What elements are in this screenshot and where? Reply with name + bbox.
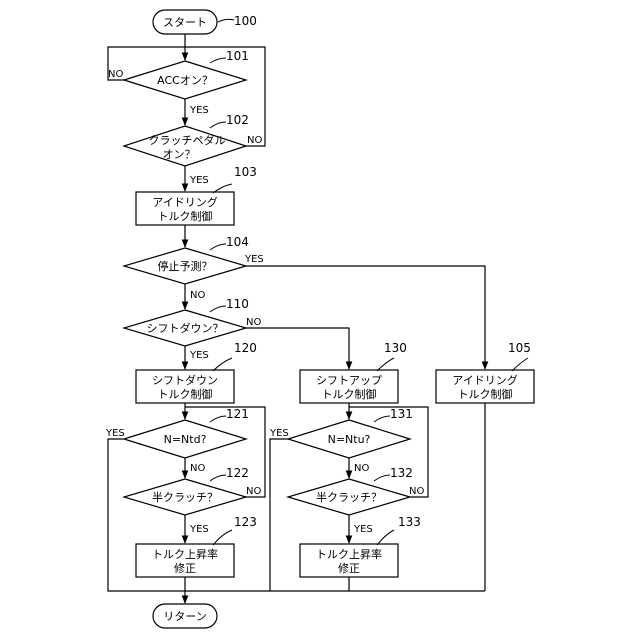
ref-131: 131	[390, 407, 413, 421]
process-torque-rise-rate-133: トルク上昇率 修正	[300, 544, 398, 577]
half2-no-label: NO	[409, 486, 424, 497]
ref-123: 123	[234, 515, 257, 529]
ref-103: 103	[234, 165, 257, 179]
ref-100: 100	[234, 14, 257, 28]
idle2-label-1: アイドリング	[452, 373, 517, 387]
clutch-label-1: クラッチペダル	[149, 133, 226, 147]
start-terminal: スタート	[153, 10, 217, 34]
stop-no-label: NO	[190, 290, 205, 301]
ref-101: 101	[226, 49, 249, 63]
sd-label-1: シフトダウン	[152, 373, 218, 387]
ntd-yes-label: YES	[105, 428, 125, 439]
shiftdown-no-label: NO	[246, 317, 261, 328]
decision-n-ntd: N=Ntd?	[124, 420, 246, 458]
su-label-1: シフトアップ	[316, 374, 382, 387]
ntu-no-label: NO	[354, 463, 369, 474]
ref-104: 104	[226, 235, 249, 249]
rise2-label-2: 修正	[338, 561, 360, 575]
decision-half-clutch-132: 半クラッチ？	[288, 479, 410, 515]
process-torque-rise-rate-123: トルク上昇率 修正	[136, 544, 234, 577]
half1-no-label: NO	[246, 486, 261, 497]
process-shift-up-torque: シフトアップ トルク制御	[300, 370, 398, 403]
shiftdown-q-label: シフトダウン？	[147, 321, 224, 335]
half1-label: 半クラッチ？	[152, 490, 218, 504]
decision-shift-down: シフトダウン？	[124, 310, 246, 346]
sd-label-2: トルク制御	[158, 387, 213, 401]
ref-102: 102	[226, 113, 249, 127]
idle2-label-2: トルク制御	[458, 387, 513, 401]
process-idling-torque-103: アイドリング トルク制御	[136, 192, 234, 225]
decision-stop-prediction: 停止予測？	[124, 248, 246, 284]
stop-label: 停止予測？	[158, 259, 213, 273]
acc-no-label: NO	[108, 69, 123, 80]
ref-121: 121	[226, 407, 249, 421]
acc-yes-label: YES	[189, 105, 209, 116]
rise1-label-2: 修正	[174, 561, 196, 575]
return-terminal: リターン	[153, 604, 217, 628]
rise1-label-1: トルク上昇率	[152, 547, 218, 561]
decision-clutch-pedal: クラッチペダル オン？	[124, 126, 246, 166]
half2-yes-label: YES	[353, 524, 373, 535]
ref-105: 105	[508, 341, 531, 355]
rise2-label-1: トルク上昇率	[316, 547, 382, 561]
ref-130: 130	[384, 341, 407, 355]
ntd-no-label: NO	[190, 463, 205, 474]
half2-label: 半クラッチ？	[316, 490, 382, 504]
stop-yes-label: YES	[244, 254, 264, 265]
idle1-label-1: アイドリング	[152, 195, 217, 209]
process-idling-torque-105: アイドリング トルク制御	[436, 370, 534, 403]
clutch-no-label: NO	[247, 135, 262, 146]
ntd-label: N=Ntd?	[164, 433, 207, 446]
ref-122: 122	[226, 466, 249, 480]
clutch-label-2: オン？	[163, 148, 196, 161]
process-shift-down-torque: シフトダウン トルク制御	[136, 370, 234, 403]
ref-120: 120	[234, 341, 257, 355]
ref-110: 110	[226, 297, 249, 311]
half1-yes-label: YES	[189, 524, 209, 535]
acc-label: ACCオン？	[157, 74, 213, 87]
su-label-2: トルク制御	[322, 387, 377, 401]
ref-132: 132	[390, 466, 413, 480]
decision-acc: ACCオン？	[124, 61, 246, 99]
ref-133: 133	[398, 515, 421, 529]
decision-half-clutch-122: 半クラッチ？	[124, 479, 246, 515]
decision-n-ntu: N=Ntu?	[288, 420, 410, 458]
ntu-label: N=Ntu?	[328, 433, 371, 446]
return-label: リターン	[163, 610, 206, 623]
idle1-label-2: トルク制御	[158, 209, 213, 223]
start-label: スタート	[163, 16, 207, 29]
ntu-yes-label: YES	[269, 428, 289, 439]
shiftdown-yes-label: YES	[189, 350, 209, 361]
clutch-yes-label: YES	[189, 175, 209, 186]
